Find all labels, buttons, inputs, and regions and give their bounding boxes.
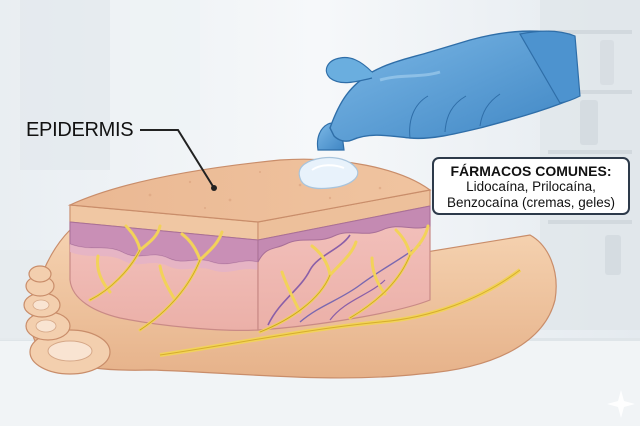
epidermis-leader-dot <box>211 185 217 191</box>
callout-line-1: Lidocaína, Prilocaína, <box>434 179 628 195</box>
epidermis-label: EPIDERMIS <box>26 119 133 142</box>
anesthetic-cream <box>299 157 357 188</box>
drugs-callout-box: FÁRMACOS COMUNES: Lidocaína, Prilocaína,… <box>432 157 630 215</box>
callout-title: FÁRMACOS COMUNES: <box>434 163 628 179</box>
callout-line-2: Benzocaína (cremas, geles) <box>434 195 628 211</box>
